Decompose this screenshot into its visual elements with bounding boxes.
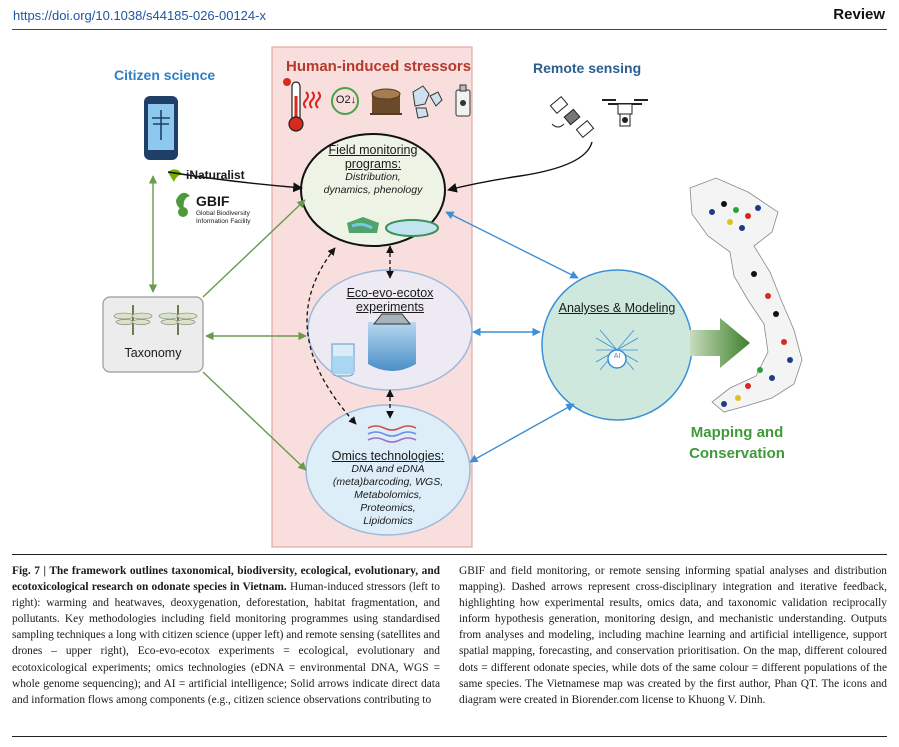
gbif-logo-icon [176,192,190,217]
thermometer-icon [283,78,321,132]
doi-link[interactable]: https://doi.org/10.1038/s44185-026-00124… [13,8,266,23]
eco-evo-label: Eco-evo-ecotox experiments [346,286,434,314]
oxygen-badge: O2↓ [335,94,357,106]
omics-analysis-arrow [469,403,575,463]
figure-label: Fig. 7 | The framework outlines taxonomi… [12,565,440,594]
framework-diagram [102,46,803,548]
satellite-icon [549,95,595,139]
caption-right-column: GBIF and field monitoring, or remote sen… [459,563,887,708]
analysis-node [541,269,693,421]
analysis-label: Analyses & Modeling [558,301,676,315]
citizen-science-title: Citizen science [114,67,216,83]
omics-label: Omics technologies: DNA and eDNA (meta)b… [331,449,445,527]
caption-right-text: GBIF and field monitoring, or remote sen… [459,565,887,706]
neural-network-icon [595,329,639,371]
taxonomy-box [102,296,204,373]
tree-stump-icon [370,88,402,115]
citizen-to-field-arrow [167,171,303,193]
mapping-title: Mapping and Conservation [689,424,785,462]
vietnam-map [689,177,803,413]
drone-icon [602,99,648,127]
output-arrow [690,318,750,368]
pollutant-bottle-icon [455,84,471,117]
dna-sequence-icon [367,425,417,443]
caption-left-text: Human-induced stressors (left to right):… [12,581,440,706]
stressors-title: Human-induced stressors [286,58,472,75]
remote-to-field-arrow [447,141,593,193]
oxygen-icon [331,87,359,115]
caption-top-rule [12,554,887,555]
wetland-habitat-icon [347,217,439,237]
species-dots [709,201,793,407]
smartphone-icon [144,96,178,160]
dragonfly-icon [113,305,153,335]
taxonomy-field-arrow [202,199,306,298]
remote-sensing-title: Remote sensing [533,60,642,76]
framework-figure: Human-induced stressors O2↓ Citizen scie… [102,46,803,548]
experimental-tank-icon [368,313,416,371]
inaturalist-label: iNaturalist [186,168,245,182]
article-type-label: Review [833,6,885,23]
field-monitoring-label: Field monitoring programs: Distribution,… [323,143,423,196]
ai-badge-circle [607,349,627,369]
inaturalist-logo-icon [168,169,182,182]
beaker-icon [331,343,355,377]
fragmented-habitat-icon [412,85,443,119]
field-analysis-arrow [445,211,579,279]
gbif-label: GBIF [196,193,230,209]
header-divider [12,29,887,30]
ai-badge: AI [613,353,621,360]
caption-bottom-rule [12,736,887,737]
field-omics-dashed-arrow [306,247,357,425]
caption-left-column: Fig. 7 | The framework outlines taxonomi… [12,563,440,708]
dragonfly-icon [158,305,198,335]
taxonomy-omics-arrow [202,371,307,471]
taxonomy-label: Taxonomy [124,346,182,360]
